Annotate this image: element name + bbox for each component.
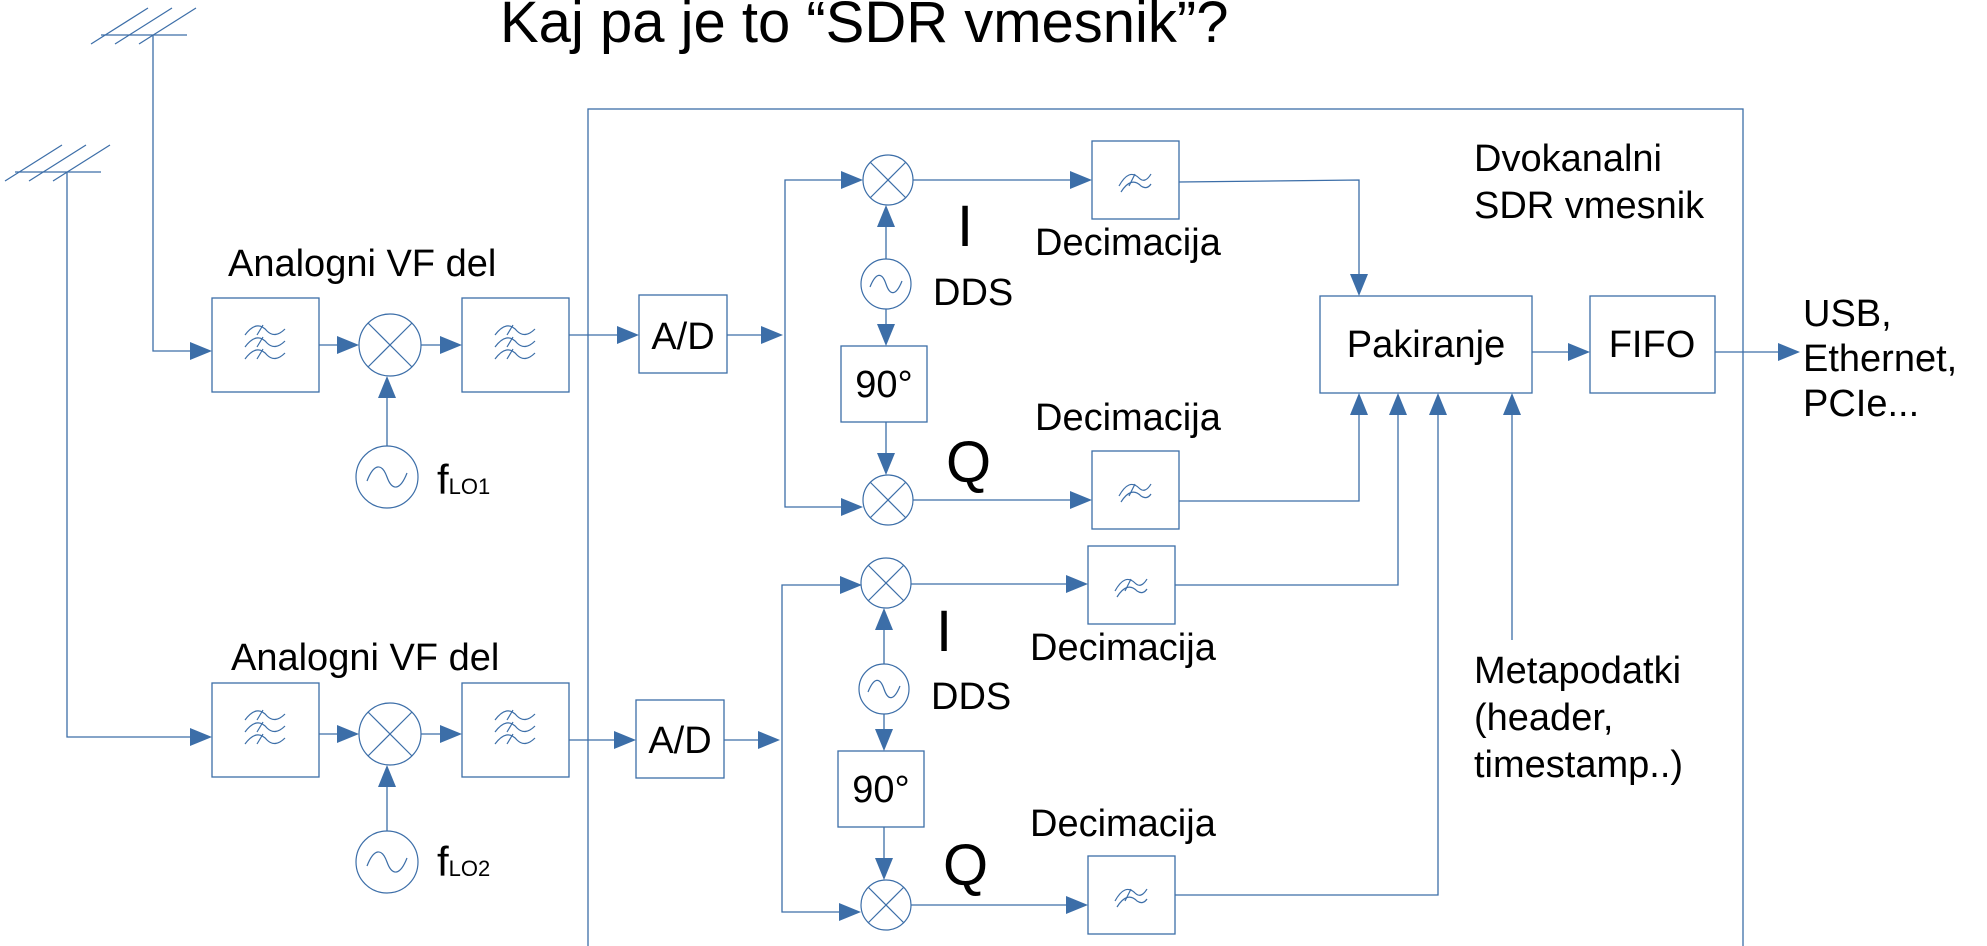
metadata-line3: timestamp..) [1474,744,1683,786]
container-label-line2: SDR vmesnik [1474,185,1705,227]
output-interfaces-line2: Ethernet, [1803,338,1957,380]
rf-input-filter [211,297,320,393]
oscillator-icon [355,445,419,509]
signal-lines [319,393,1447,921]
metadata-line1: Metapodatki [1474,650,1681,692]
page-title: Kaj pa je to “SDR vmesnik”? [500,0,1228,55]
decimation-label-i: Decimacija [1035,222,1222,264]
lo-f: f [437,456,449,503]
i-label: I [936,599,952,664]
container-label-line1: Dvokanalni [1474,138,1662,180]
phase-label: 90° [852,769,909,811]
oscillator-icon [355,830,419,894]
rf-output-filter [461,297,570,393]
mixer-icon [358,702,422,766]
rf-input-filter [211,682,320,778]
channel-1: Analogni VF del fLO1 A/D DDS 90° I Q Dec… [211,140,1368,530]
antenna-feed-lines [66,35,212,746]
lo-subscript: LO1 [449,474,491,499]
packer-label: Pakiranje [1347,324,1505,366]
dds-label: DDS [931,676,1011,718]
adc-label: A/D [651,316,714,358]
adc-label: A/D [648,720,711,762]
lo-subscript: LO2 [449,856,491,881]
packer-block [1319,295,1533,394]
antenna-icon [4,144,111,182]
antenna-icon [90,7,197,45]
rf-output-filter [461,682,570,778]
signal-lines [319,171,1368,516]
adc-block [635,699,725,779]
q-label: Q [946,430,991,495]
lo-label: fLO2 [437,838,490,885]
lo-label: fLO1 [437,456,490,503]
decimation-filter-q [1091,450,1180,530]
decimation-filter-q [1087,855,1176,935]
fifo-block [1589,295,1716,394]
phase-label: 90° [855,364,912,406]
channel-2: Analogni VF del fLO2 A/D DDS 90° I Q Dec… [211,393,1447,935]
metadata-line2: (header, [1474,697,1613,739]
dds-label: DDS [933,272,1013,314]
mixer-icon [358,313,422,377]
decimation-label-q: Decimacija [1035,397,1222,439]
rf-section-label: Analogni VF del [231,637,499,679]
fifo-label: FIFO [1609,324,1696,366]
output-interfaces-line1: USB, [1803,293,1892,335]
rf-section-label: Analogni VF del [228,243,496,285]
i-label: I [957,194,973,259]
output-lines [1503,343,1800,640]
decimation-label-q: Decimacija [1030,803,1217,845]
phase-shifter [837,750,925,828]
decimation-filter-i [1091,140,1180,220]
decimation-label-i: Decimacija [1030,627,1217,669]
q-label: Q [943,833,988,898]
output-interfaces-line3: PCIe... [1803,383,1919,425]
decimation-filter-i [1087,545,1176,625]
phase-shifter [840,345,928,423]
adc-block [638,294,728,374]
lo-f: f [437,838,449,885]
